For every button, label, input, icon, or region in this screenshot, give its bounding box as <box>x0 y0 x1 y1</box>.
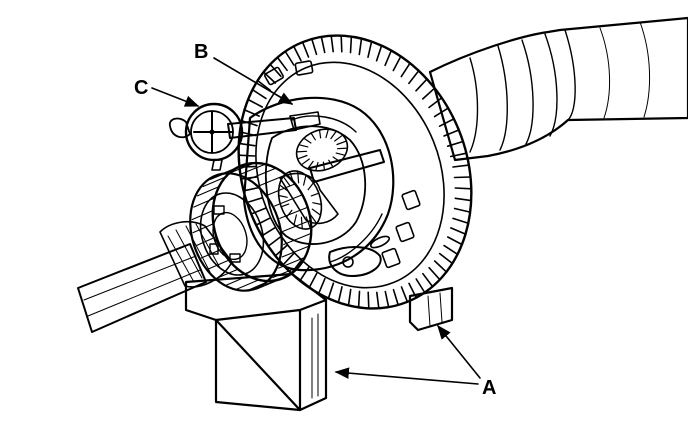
leader-a-rear <box>437 324 481 379</box>
ring-gear-teeth <box>237 34 473 310</box>
left-carrier-bearing <box>189 161 313 292</box>
callout-label-a: A <box>482 377 496 399</box>
dial-indicator <box>168 102 321 171</box>
callout-label-b: B <box>194 41 208 63</box>
side-gear-teeth <box>278 170 322 230</box>
support-block-rear <box>408 286 454 332</box>
leader-a-front <box>334 367 479 385</box>
right-driveshaft-boot <box>428 16 688 162</box>
pinion-gear-teeth <box>296 128 348 172</box>
ring-gear-bolts <box>264 60 421 269</box>
leader-c <box>151 87 200 107</box>
callout-label-c: C <box>134 77 148 99</box>
differential-pinion-gears <box>277 128 385 230</box>
callout-leaders <box>151 57 481 385</box>
leader-b <box>213 57 294 105</box>
left-axle-shaft <box>77 220 233 333</box>
support-block-front <box>184 272 328 412</box>
